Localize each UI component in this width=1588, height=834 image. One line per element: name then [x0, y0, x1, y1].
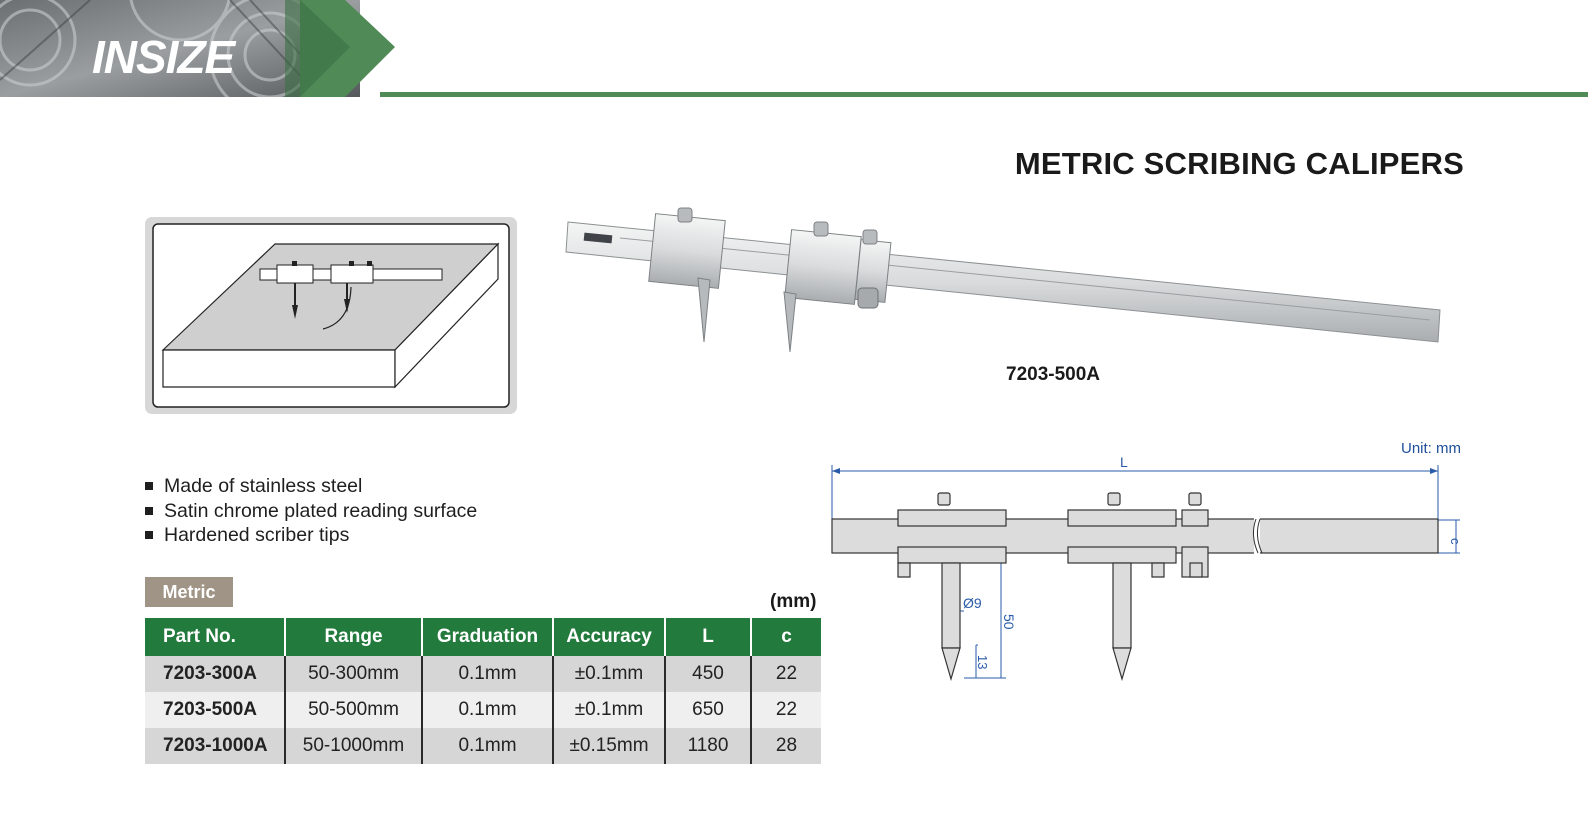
table-unit-label: (mm) — [770, 591, 817, 612]
header-rule — [380, 92, 1588, 97]
column-header-l: L — [665, 618, 752, 656]
usage-illustration — [145, 217, 517, 414]
cell-accuracy: ±0.1mm — [553, 656, 666, 692]
cell-l: 650 — [665, 692, 752, 728]
cell-accuracy: ±0.1mm — [553, 692, 666, 728]
unit-note: Unit: mm — [1401, 440, 1461, 457]
feature-item: Hardened scriber tips — [145, 523, 477, 548]
dimension-label-13: 13 — [975, 655, 990, 669]
cell-c: 28 — [751, 728, 821, 764]
cell-l: 450 — [665, 656, 752, 692]
cell-c: 22 — [751, 656, 821, 692]
column-header-graduation: Graduation — [422, 618, 554, 656]
brand-logo: INSIZE — [92, 31, 235, 83]
product-photo-caption: 7203-500A — [1006, 364, 1101, 385]
dimension-label-l: L — [1120, 454, 1128, 470]
cell-l: 1180 — [665, 728, 752, 764]
metric-tag: Metric — [145, 577, 233, 607]
bullet-icon — [145, 482, 153, 490]
bullet-icon — [145, 531, 153, 539]
cell-graduation: 0.1mm — [422, 692, 554, 728]
cell-graduation: 0.1mm — [422, 728, 554, 764]
cell-range: 50-500mm — [285, 692, 423, 728]
cell-range: 50-1000mm — [285, 728, 423, 764]
feature-text: Satin chrome plated reading surface — [164, 499, 478, 522]
feature-text: Made of stainless steel — [164, 475, 363, 497]
spec-table: Part No. Range Graduation Accuracy L c 7… — [145, 618, 821, 764]
table-row: 7203-300A 50-300mm 0.1mm ±0.1mm 450 22 — [145, 656, 821, 692]
column-header-range: Range — [285, 618, 423, 656]
cell-range: 50-300mm — [285, 656, 423, 692]
table-header-row: Part No. Range Graduation Accuracy L c — [145, 618, 821, 656]
header-banner — [0, 0, 395, 97]
dimension-label-50: 50 — [1001, 614, 1017, 630]
column-header-part-no: Part No. — [145, 618, 286, 656]
table-row: 7203-500A 50-500mm 0.1mm ±0.1mm 650 22 — [145, 692, 821, 728]
feature-list: Made of stainless steel Satin chrome pla… — [145, 474, 477, 548]
cell-part-no: 7203-1000A — [145, 728, 286, 764]
bullet-icon — [145, 506, 153, 515]
feature-item: Made of stainless steel — [145, 474, 477, 499]
cell-part-no: 7203-300A — [145, 656, 286, 692]
cell-graduation: 0.1mm — [422, 656, 554, 692]
dimension-drawing: L c Ø9 50 13 — [831, 454, 1463, 682]
cell-accuracy: ±0.15mm — [553, 728, 666, 764]
column-header-c: c — [751, 618, 821, 656]
product-photo — [565, 207, 1441, 353]
feature-item: Satin chrome plated reading surface — [145, 499, 477, 524]
column-header-accuracy: Accuracy — [553, 618, 666, 656]
feature-text: Hardened scriber tips — [164, 524, 350, 546]
page-title: METRIC SCRIBING CALIPERS — [1014, 146, 1464, 181]
table-row: 7203-1000A 50-1000mm 0.1mm ±0.15mm 1180 … — [145, 728, 821, 764]
dimension-label-c: c — [1448, 538, 1463, 545]
dimension-label-diameter: Ø9 — [963, 595, 982, 611]
cell-c: 22 — [751, 692, 821, 728]
cell-part-no: 7203-500A — [145, 692, 286, 728]
